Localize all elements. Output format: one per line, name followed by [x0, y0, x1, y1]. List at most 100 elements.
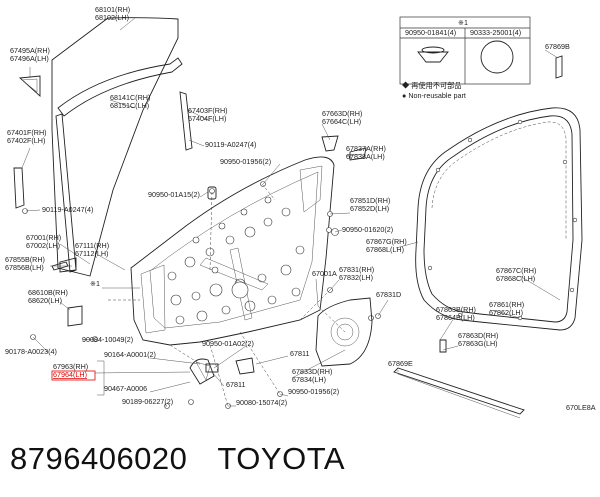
diagram-shape-91 [261, 183, 276, 201]
end-clip-a [439, 339, 447, 353]
diagram-shape-21 [267, 295, 277, 305]
part-label-67851D-line-1: 67852D(LH) [350, 204, 389, 213]
diagram-shape-69 [94, 371, 191, 374]
diagram-shape-64 [377, 299, 389, 317]
diagram-shape-82 [442, 345, 459, 351]
part-label-67861-line-1: 67862(LH) [489, 308, 523, 317]
part-label-67111-line-1: 67112(LH) [75, 249, 108, 258]
legend-col1: 90950-01841(4) [405, 28, 456, 37]
part-label-67837A-line-1: 67838A(LH) [346, 152, 385, 161]
diagram-shape-88 [317, 305, 346, 333]
part-label-67401F-line-1: 67402F(LH) [7, 136, 45, 145]
part-label-67831-line-0: 67831(RH) [339, 265, 374, 274]
lower-hinge [67, 305, 83, 327]
part-label-68141-line-1: 68151C(LH) [110, 101, 149, 110]
diagram-shape-80 [489, 309, 521, 319]
diagram-shape-35 [517, 119, 523, 125]
part-label-90950-01620-line-0: 90950-01620(2) [342, 225, 393, 234]
handle-frame-67964 [189, 358, 215, 385]
diagram-shape-30 [336, 323, 354, 341]
glass-run [57, 57, 183, 117]
diagram-shape-25 [240, 208, 248, 216]
diagram-shape-68 [255, 355, 289, 365]
part-label-67495A-line-1: 67496A(LH) [10, 54, 49, 63]
part-label-90080-15074-line-0: 90080-15074(2) [236, 398, 287, 407]
bolt-e [326, 227, 332, 233]
part-label-67867G-line-1: 67868L(LH) [366, 245, 404, 254]
part-label-67837A-line-0: 67837A(RH) [346, 144, 386, 153]
diagram-shape-47 [21, 147, 31, 169]
diagram-line-art [13, 17, 583, 419]
part-label-90950-01A15-line-0: 90950-01A15(2) [148, 190, 200, 199]
diagram-shape-26 [264, 196, 272, 204]
part-label-90467-A0006-line-0: 90467-A0006 [104, 384, 147, 393]
part-label-67663D-line-1: 67664C(LH) [322, 117, 361, 126]
diagram-shape-24 [218, 222, 226, 230]
weatherstrip-outer [415, 107, 583, 331]
diagram-shape-50 [262, 163, 281, 185]
part-label-67863D-line-1: 67863G(LH) [458, 339, 498, 348]
part-label-67831-line-1: 67832(LH) [339, 273, 373, 282]
garnish-67869b [555, 55, 563, 79]
legend-note-en: ● Non-reusable part [402, 91, 466, 100]
plug-icon [480, 40, 514, 74]
diagram-shape-11 [191, 291, 201, 301]
grommet-icon [417, 51, 449, 63]
diagram-shape-0 [21, 78, 38, 93]
part-label-67963-line-0: 67963(RH) [53, 362, 88, 371]
part-label-67001A-line-0: 67001A [312, 269, 337, 278]
part-label-67001-line-0: 67001(RH) [26, 233, 61, 242]
bolt-k [368, 315, 374, 321]
handle-rod [349, 147, 367, 161]
part-label-67111-line-0: 67111(RH) [75, 241, 109, 250]
highlight-box [51, 370, 96, 381]
part-label-90950-01956-a-line-0: 90950-01956(2) [220, 157, 271, 166]
part-label-67867C-line-1: 67868C(LH) [496, 274, 535, 283]
speaker-ring [330, 317, 360, 347]
part-label-code-line-0: 670LE8A [566, 403, 596, 412]
diagram-shape-38 [569, 287, 575, 293]
diagram-shape-5 [205, 247, 215, 257]
diagram-shape-42 [397, 373, 521, 419]
part-label-67861-line-0: 67861(RH) [489, 300, 524, 309]
diagram-shape-73 [279, 393, 289, 397]
part-label-67851D-line-0: 67851D(RH) [350, 196, 390, 205]
diagram-shape-32 [431, 121, 567, 240]
diagram-shape-12 [209, 283, 223, 297]
part-label-90084-10049-line-0: 90084-10049(2) [82, 335, 133, 344]
diagram-shape-19 [221, 305, 231, 315]
diagram-shape-84 [169, 344, 201, 365]
diagram-shape-90 [209, 190, 213, 271]
part-label-90164-A0001-line-0: 90164-A0001(2) [104, 350, 156, 359]
part-label-67663D-line-0: 67663D(RH) [322, 109, 362, 118]
part-label-mark1-line-0: ※1 [90, 279, 100, 288]
diagram-shape-40 [457, 312, 463, 318]
part-labels: 68101(RH)68102(LH)67495A(RH)67496A(LH)68… [5, 5, 596, 412]
diagram-shape-63 [81, 338, 96, 341]
part-label-67867C-line-0: 67867C(RH) [496, 266, 536, 275]
diagram-shape-57 [99, 255, 126, 271]
strip-67855b [51, 261, 69, 271]
front-lower-frame [179, 91, 193, 151]
diagram-shape-23 [192, 236, 200, 244]
bolt-l [188, 399, 194, 405]
exploded-parts-diagram: 68101(RH)68102(LH)67495A(RH)67496A(LH)68… [5, 5, 596, 419]
diagram-shape-6 [225, 235, 235, 245]
diagram-shape-41 [427, 265, 433, 271]
brand-name: TOYOTA [217, 441, 346, 476]
diagram-shape-37 [572, 217, 578, 223]
legend-note-jp: ◆ 再使用不可部品 [402, 81, 462, 90]
diagram-shape-14 [257, 273, 267, 283]
diagram-shape-45 [109, 99, 136, 109]
part-label-67401F-line-0: 67401F(RH) [7, 128, 47, 137]
diagram-shape-78 [395, 241, 419, 249]
legend-col2: 90333-25001(4) [470, 28, 521, 37]
diagram-shape-56 [59, 243, 91, 265]
diagram-shape-62 [59, 301, 71, 311]
diagram-shape-54 [329, 212, 351, 215]
part-label-67811-b-line-0: 67811 [226, 380, 245, 389]
diagram-shape-87 [299, 289, 331, 321]
grommet-top-icon [421, 46, 445, 54]
part-label-67855B-line-0: 67855B(RH) [5, 255, 45, 264]
